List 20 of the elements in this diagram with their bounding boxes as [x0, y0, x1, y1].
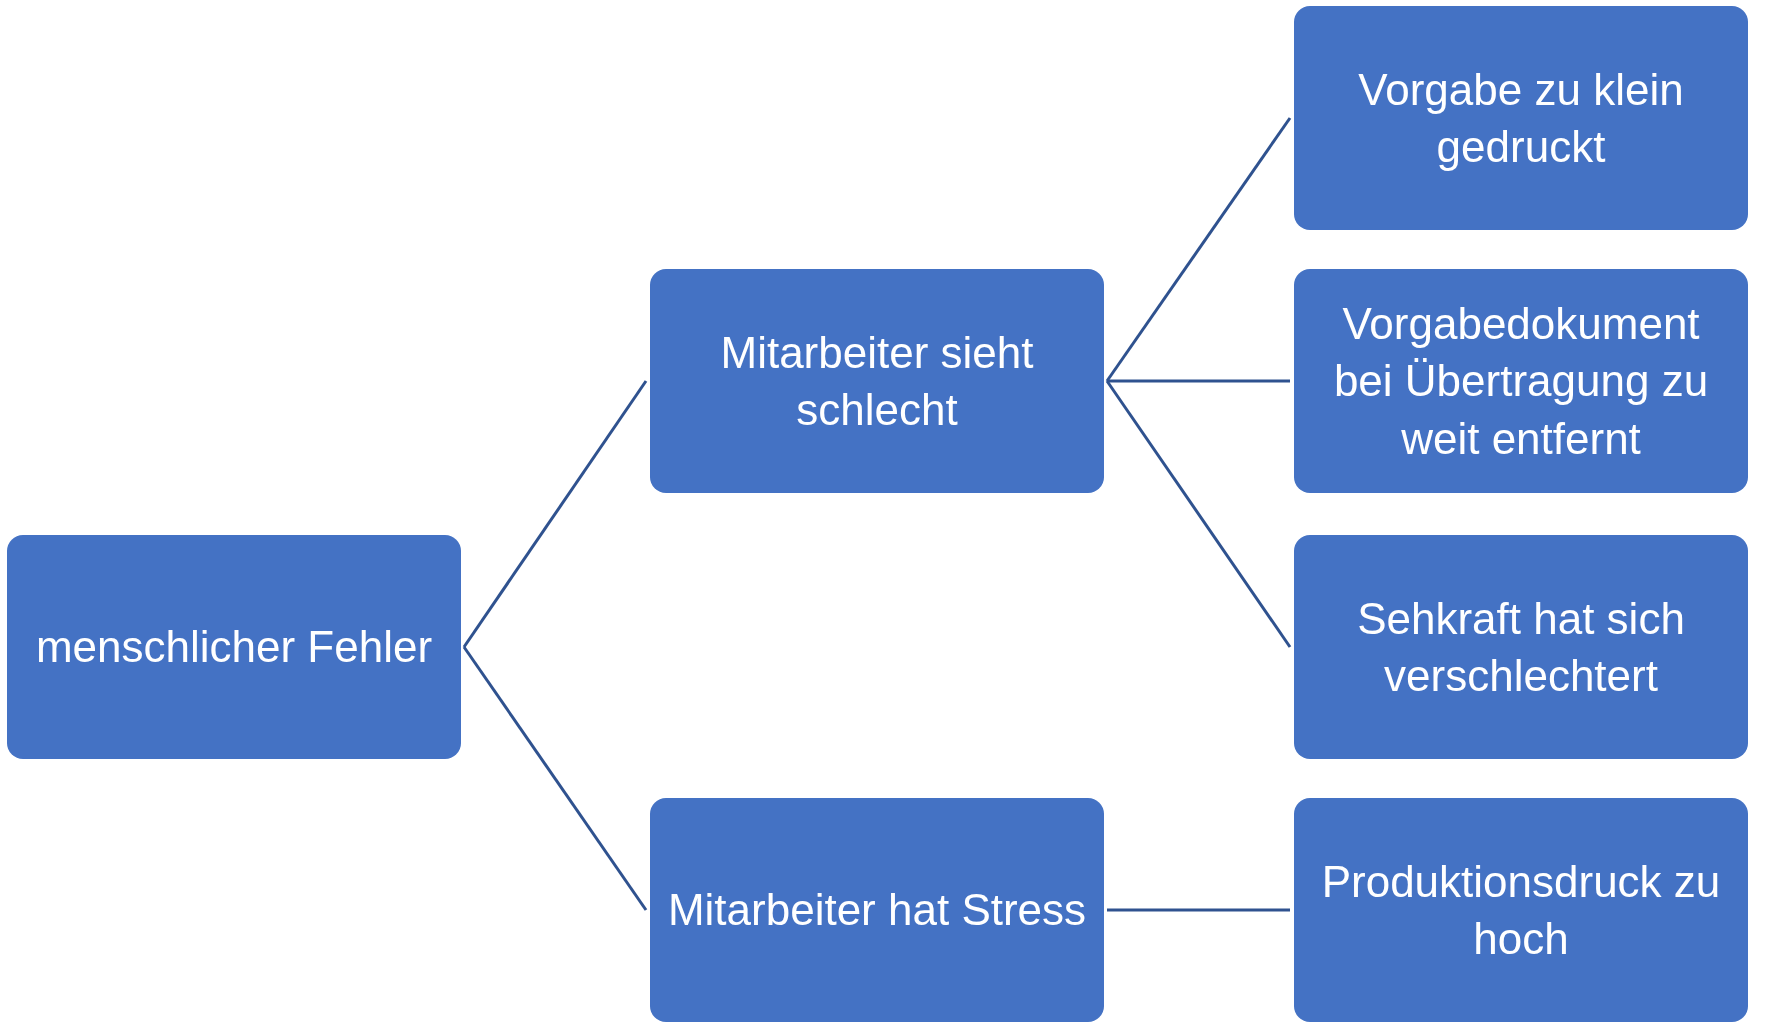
cause-box: [1294, 6, 1748, 230]
connector-line: [1105, 117, 1292, 382]
cause-box: [7, 535, 461, 759]
cause-box: [1294, 269, 1748, 493]
connector-line: [462, 380, 648, 648]
cause-text: Produktionsdruck zu hoch: [1320, 855, 1722, 965]
cause-text: menschlicher Fehler: [35, 621, 433, 674]
cause-box: [650, 798, 1104, 1022]
cause-text: Sehkraft hat sich verschlechtert: [1356, 592, 1686, 702]
cause-text: Mitarbeiter hat Stress: [667, 884, 1087, 937]
connector-line: [462, 646, 648, 911]
cause-box: [1294, 798, 1748, 1022]
cause-text: Vorgabedokument bei Übertragung zu weit entfernt: [1332, 298, 1710, 465]
cause-box: [1294, 535, 1748, 759]
cause-text: Vorgabe zu klein gedruckt: [1357, 63, 1685, 173]
connector-line: [1107, 379, 1290, 383]
connector-line: [1105, 380, 1292, 648]
connector-line: [1107, 908, 1290, 912]
cause-text: Mitarbeiter sieht schlecht: [719, 326, 1035, 436]
cause-box: [650, 269, 1104, 493]
